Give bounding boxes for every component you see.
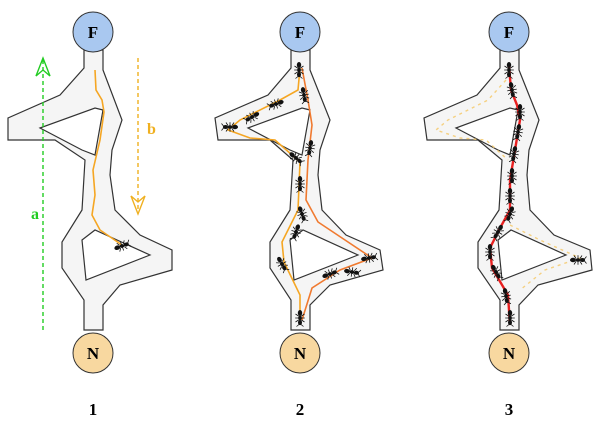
food-node: [279, 11, 321, 53]
food-label: F: [295, 23, 305, 42]
pheromone-trail-left: [226, 67, 301, 320]
food-node: [72, 11, 114, 53]
pheromone-trail: [91, 69, 123, 246]
food-label: F: [88, 23, 98, 42]
panel-3: F N 3: [423, 11, 593, 419]
panel-label: 1: [89, 400, 98, 419]
food-label: F: [504, 23, 514, 42]
panel-label: 2: [296, 400, 305, 419]
arrow-b-head: [130, 195, 146, 216]
panel-label: 3: [505, 400, 514, 419]
arrow-b-label: b: [147, 121, 156, 138]
corridor-hole-lower: [497, 229, 568, 281]
corridor-outer: [7, 49, 173, 331]
nest-node: [279, 332, 321, 374]
nest-label: N: [503, 344, 516, 363]
nest-label: N: [87, 344, 100, 363]
panel-1: a b F N 1: [7, 11, 173, 419]
food-node: [488, 11, 530, 53]
corridor-hole-lower: [81, 229, 152, 281]
arrow-a-label: a: [31, 206, 39, 223]
nest-label: N: [294, 344, 307, 363]
arrow-a-head: [35, 56, 51, 77]
corridor-hole-upper: [38, 107, 104, 156]
nest-node: [488, 332, 530, 374]
panel-2: F N 2: [214, 11, 384, 419]
corridor-hole-upper: [454, 107, 519, 156]
nest-node: [72, 332, 114, 374]
